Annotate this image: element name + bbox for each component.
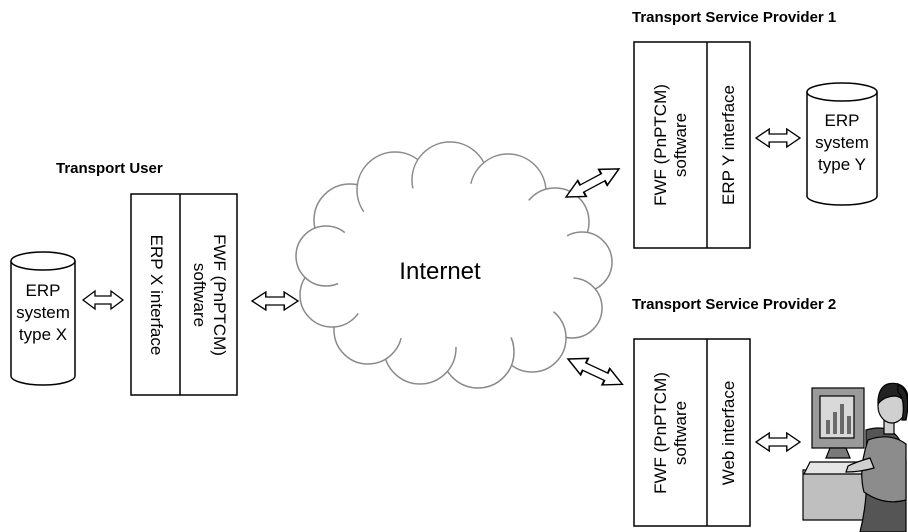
p1-fwf-line1: FWF (PnPTCM) — [650, 84, 670, 206]
erp-y-label: ERP system type Y — [807, 110, 877, 176]
internet-label: Internet — [399, 258, 481, 285]
erp-x-label: ERP system type X — [11, 280, 75, 346]
provider-2-box — [633, 338, 751, 527]
provider-1-box — [633, 41, 751, 249]
erp-y-line2: system — [815, 133, 869, 152]
erp-y-line3: type Y — [818, 155, 866, 174]
p1-fwf-software-cell: FWF (PnPTCM) software — [635, 43, 706, 247]
heading-transport-user: Transport User — [56, 160, 163, 177]
user-fwf-line1: FWF (PnPTCM) — [209, 233, 229, 356]
heading-provider-1: Transport Service Provider 1 — [632, 9, 837, 26]
erp-y-database-icon — [806, 82, 878, 206]
arrow-user-to-internet — [251, 291, 299, 311]
user-fwf-line2: software — [189, 262, 209, 327]
user-erp-x-interface-cell: ERP X interface — [132, 195, 179, 394]
p2-web-interface-cell: Web interface — [708, 340, 749, 525]
erp-x-line2: system — [16, 303, 70, 322]
p1-fwf-line2: software — [670, 112, 690, 178]
p2-web-interface-label: Web interface — [718, 380, 738, 485]
p1-erp-y-interface-label: ERP Y interface — [718, 84, 738, 206]
erp-x-database-icon — [10, 251, 76, 386]
internet-cloud — [295, 141, 613, 389]
arrow-internet-to-provider-2 — [563, 349, 628, 394]
arrow-provider-2-to-user — [755, 432, 801, 452]
transport-user-box — [130, 193, 238, 396]
user-erp-x-interface-label: ERP X interface — [146, 234, 166, 355]
erp-x-line3: type X — [18, 325, 68, 344]
person-at-computer-icon — [802, 382, 908, 532]
p2-fwf-line1: FWF (PnPTCM) — [650, 371, 670, 494]
p1-erp-y-interface-cell: ERP Y interface — [708, 43, 749, 247]
p2-fwf-software-cell: FWF (PnPTCM) software — [635, 340, 706, 525]
erp-y-line1: ERP — [824, 111, 860, 130]
arrow-provider-1-to-erp-y — [755, 128, 801, 148]
erp-x-line1: ERP — [25, 281, 61, 300]
user-fwf-software-cell: FWF (PnPTCM) software — [181, 195, 236, 394]
p2-fwf-line2: software — [670, 400, 690, 465]
arrow-erp-x-to-user — [82, 290, 124, 310]
heading-provider-2: Transport Service Provider 2 — [632, 296, 837, 313]
